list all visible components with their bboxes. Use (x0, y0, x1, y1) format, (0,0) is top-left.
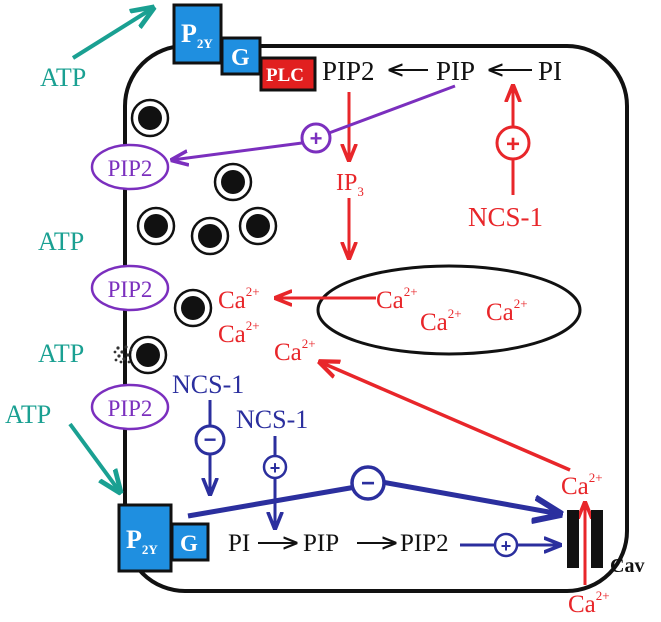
ca-charge: 2+ (246, 318, 260, 333)
receptor-p-label: P (126, 525, 142, 554)
top-pi-label: PI (538, 56, 562, 86)
ca-charge: 2+ (448, 306, 462, 321)
top-pip-label: PIP (436, 56, 475, 86)
pip2-label: PIP2 (108, 396, 153, 421)
ca-label: Ca (568, 591, 596, 618)
pip2-ellipse (90, 264, 170, 312)
plus-sign: + (270, 458, 281, 478)
channel-icon (567, 510, 603, 568)
vesicle-core (246, 214, 270, 238)
minus-sign: − (204, 427, 217, 452)
atp-label: ATP (5, 400, 51, 429)
ca-label: Ca (561, 473, 589, 500)
svg-text:Ca2+: Ca2+ (218, 284, 260, 314)
atp-label: ATP (38, 227, 84, 256)
ca-charge: 2+ (404, 284, 418, 299)
g-protein-box (220, 36, 262, 76)
svg-text:Ca2+: Ca2+ (420, 306, 462, 336)
ca-charge: 2+ (596, 588, 610, 603)
svg-text:Ca2+: Ca2+ (218, 318, 260, 348)
svg-text:P2Y: P2Y (126, 525, 158, 557)
vesicle-core (221, 170, 245, 194)
ip3-label: IP (336, 170, 357, 196)
channel-subunit-left (567, 510, 579, 568)
svg-text:Ca2+: Ca2+ (568, 588, 610, 618)
svg-text:IP3: IP3 (336, 170, 364, 199)
ca-influx-arrow (320, 362, 571, 472)
plus-icon (300, 122, 332, 154)
vesicles (128, 98, 278, 375)
bottom-pip-label: PIP (303, 530, 339, 557)
atp-label: ATP (40, 63, 86, 92)
bottom-ncs1-right-label: NCS-1 (236, 405, 308, 434)
g-protein-box (170, 522, 210, 562)
p2y-receptor-box (172, 3, 223, 65)
ca-label: Ca (218, 287, 246, 314)
vesicle-core (181, 296, 205, 320)
svg-text:Ca2+: Ca2+ (486, 296, 528, 326)
bottom-ncs1-left-label: NCS-1 (172, 370, 244, 399)
receptor-sub-label: 2Y (197, 36, 214, 51)
pip2-label: PIP2 (108, 277, 153, 302)
plc-label: PLC (266, 65, 304, 86)
atp-arrow-bottom (68, 422, 120, 492)
ca-label: Ca (274, 339, 302, 366)
top-pip2-label: PIP2 (322, 56, 375, 86)
pip2-ellipse (90, 383, 170, 431)
atp-arrow-top (71, 8, 153, 60)
minus-icon (350, 465, 386, 501)
top-ncs1-label: NCS-1 (468, 202, 543, 232)
bottom-pi-label: PI (228, 530, 250, 557)
ca-label: Ca (420, 309, 448, 336)
membrane-pip2: PIP2 PIP2 PIP2 (90, 143, 170, 431)
pip-to-plus-line (328, 84, 456, 135)
vesicle-core (198, 224, 222, 248)
bottom-receptor: P2Y G (117, 503, 210, 573)
cell-membrane (123, 44, 629, 593)
minus-sign: − (361, 470, 375, 497)
top-receptor: P2Y G PLC (172, 3, 317, 92)
ca-charge: 2+ (589, 470, 603, 485)
ca-label: Ca (376, 287, 404, 314)
svg-text:Ca2+: Ca2+ (274, 336, 316, 366)
ca-charge: 2+ (246, 284, 260, 299)
pip2-ellipse (90, 143, 170, 191)
svg-text:Ca2+: Ca2+ (561, 470, 603, 500)
ca-charge: 2+ (302, 336, 316, 351)
svg-text:Ca2+: Ca2+ (376, 284, 418, 314)
plus-sign: + (501, 536, 512, 556)
channel-subunit-right (591, 510, 603, 568)
ip3-sub-label: 3 (357, 184, 364, 199)
plus-sign: + (506, 131, 520, 158)
ca-charge: 2+ (514, 296, 528, 311)
vesicle-core (136, 343, 160, 367)
g-protein-label: G (180, 531, 198, 556)
p2y-receptor-box (117, 503, 173, 573)
cav-label: Cav (610, 555, 644, 577)
plus-sign: + (310, 126, 323, 151)
receptor-p-label: P (181, 19, 197, 48)
atp-label: ATP (38, 339, 84, 368)
ca-label: Ca (218, 321, 246, 348)
pip2-label: PIP2 (108, 156, 153, 181)
ca-label: Ca (486, 299, 514, 326)
exocytosis-dots (113, 345, 133, 364)
endoplasmic-reticulum (316, 264, 582, 356)
receptor-sub-label: 2Y (142, 542, 159, 557)
vesicle-core (144, 214, 168, 238)
bottom-pip2-label: PIP2 (400, 530, 449, 557)
plus-to-pip2-arrow (172, 141, 303, 160)
vesicle-core (138, 106, 162, 130)
plc-box (259, 56, 317, 92)
g-protein-label: G (231, 45, 250, 71)
svg-text:P2Y: P2Y (181, 19, 213, 51)
